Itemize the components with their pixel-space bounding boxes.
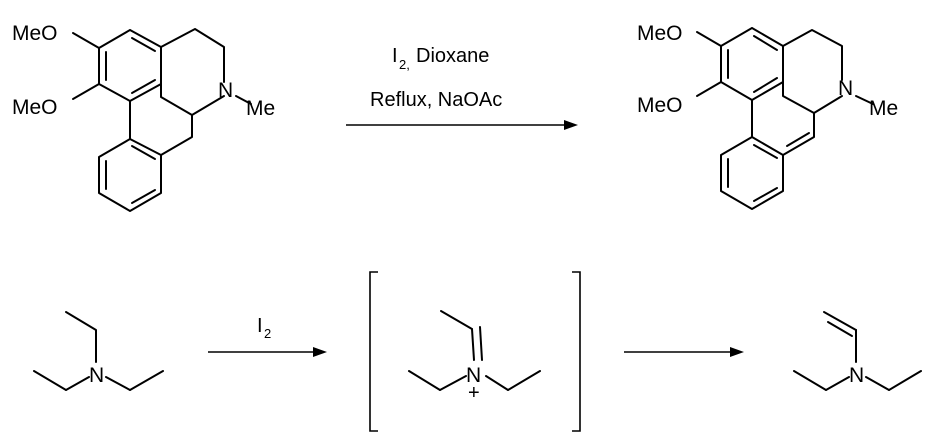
reaction1-conditions-line2: Reflux, NaOAc [370,89,502,111]
product-ome-top-label: MeO [637,22,683,45]
reactant-aporphine: MeO MeO N Me [12,22,275,212]
reaction1-reagent-subscript: 2, [399,57,410,72]
reaction1-solvent: Dioxane [416,45,489,67]
reaction2-reagent-subscript: 2 [264,326,271,341]
reactant2-nitrogen-label: N [89,364,104,387]
enamine-product: N [793,311,922,391]
reaction1-reagent-symbol: I [392,45,398,67]
reactant-ome-bottom-label: MeO [12,96,58,119]
intermediate-brackets [369,271,581,432]
product-dehydroaporphine: MeO MeO N Me [637,22,898,210]
reaction1-arrow [346,120,578,130]
product-ome-bottom-label: MeO [637,94,683,117]
product-nitrogen-label: N [838,77,853,100]
reaction2-arrow-2 [624,347,744,357]
reaction2-arrow-1 [208,347,327,357]
triethylamine: N [33,311,164,391]
reactant-methyl-label: Me [246,97,275,120]
reaction2-reagent-symbol: I [257,315,263,337]
intermediate-charge-label: + [468,382,480,404]
product2-nitrogen-label: N [849,364,864,387]
reactant-ome-top-label: MeO [12,22,58,45]
iminium-intermediate: N + [408,310,541,404]
reactant-nitrogen-label: N [218,79,233,102]
intermediate-nitrogen-label: N [466,364,481,387]
product-methyl-label: Me [869,97,898,120]
